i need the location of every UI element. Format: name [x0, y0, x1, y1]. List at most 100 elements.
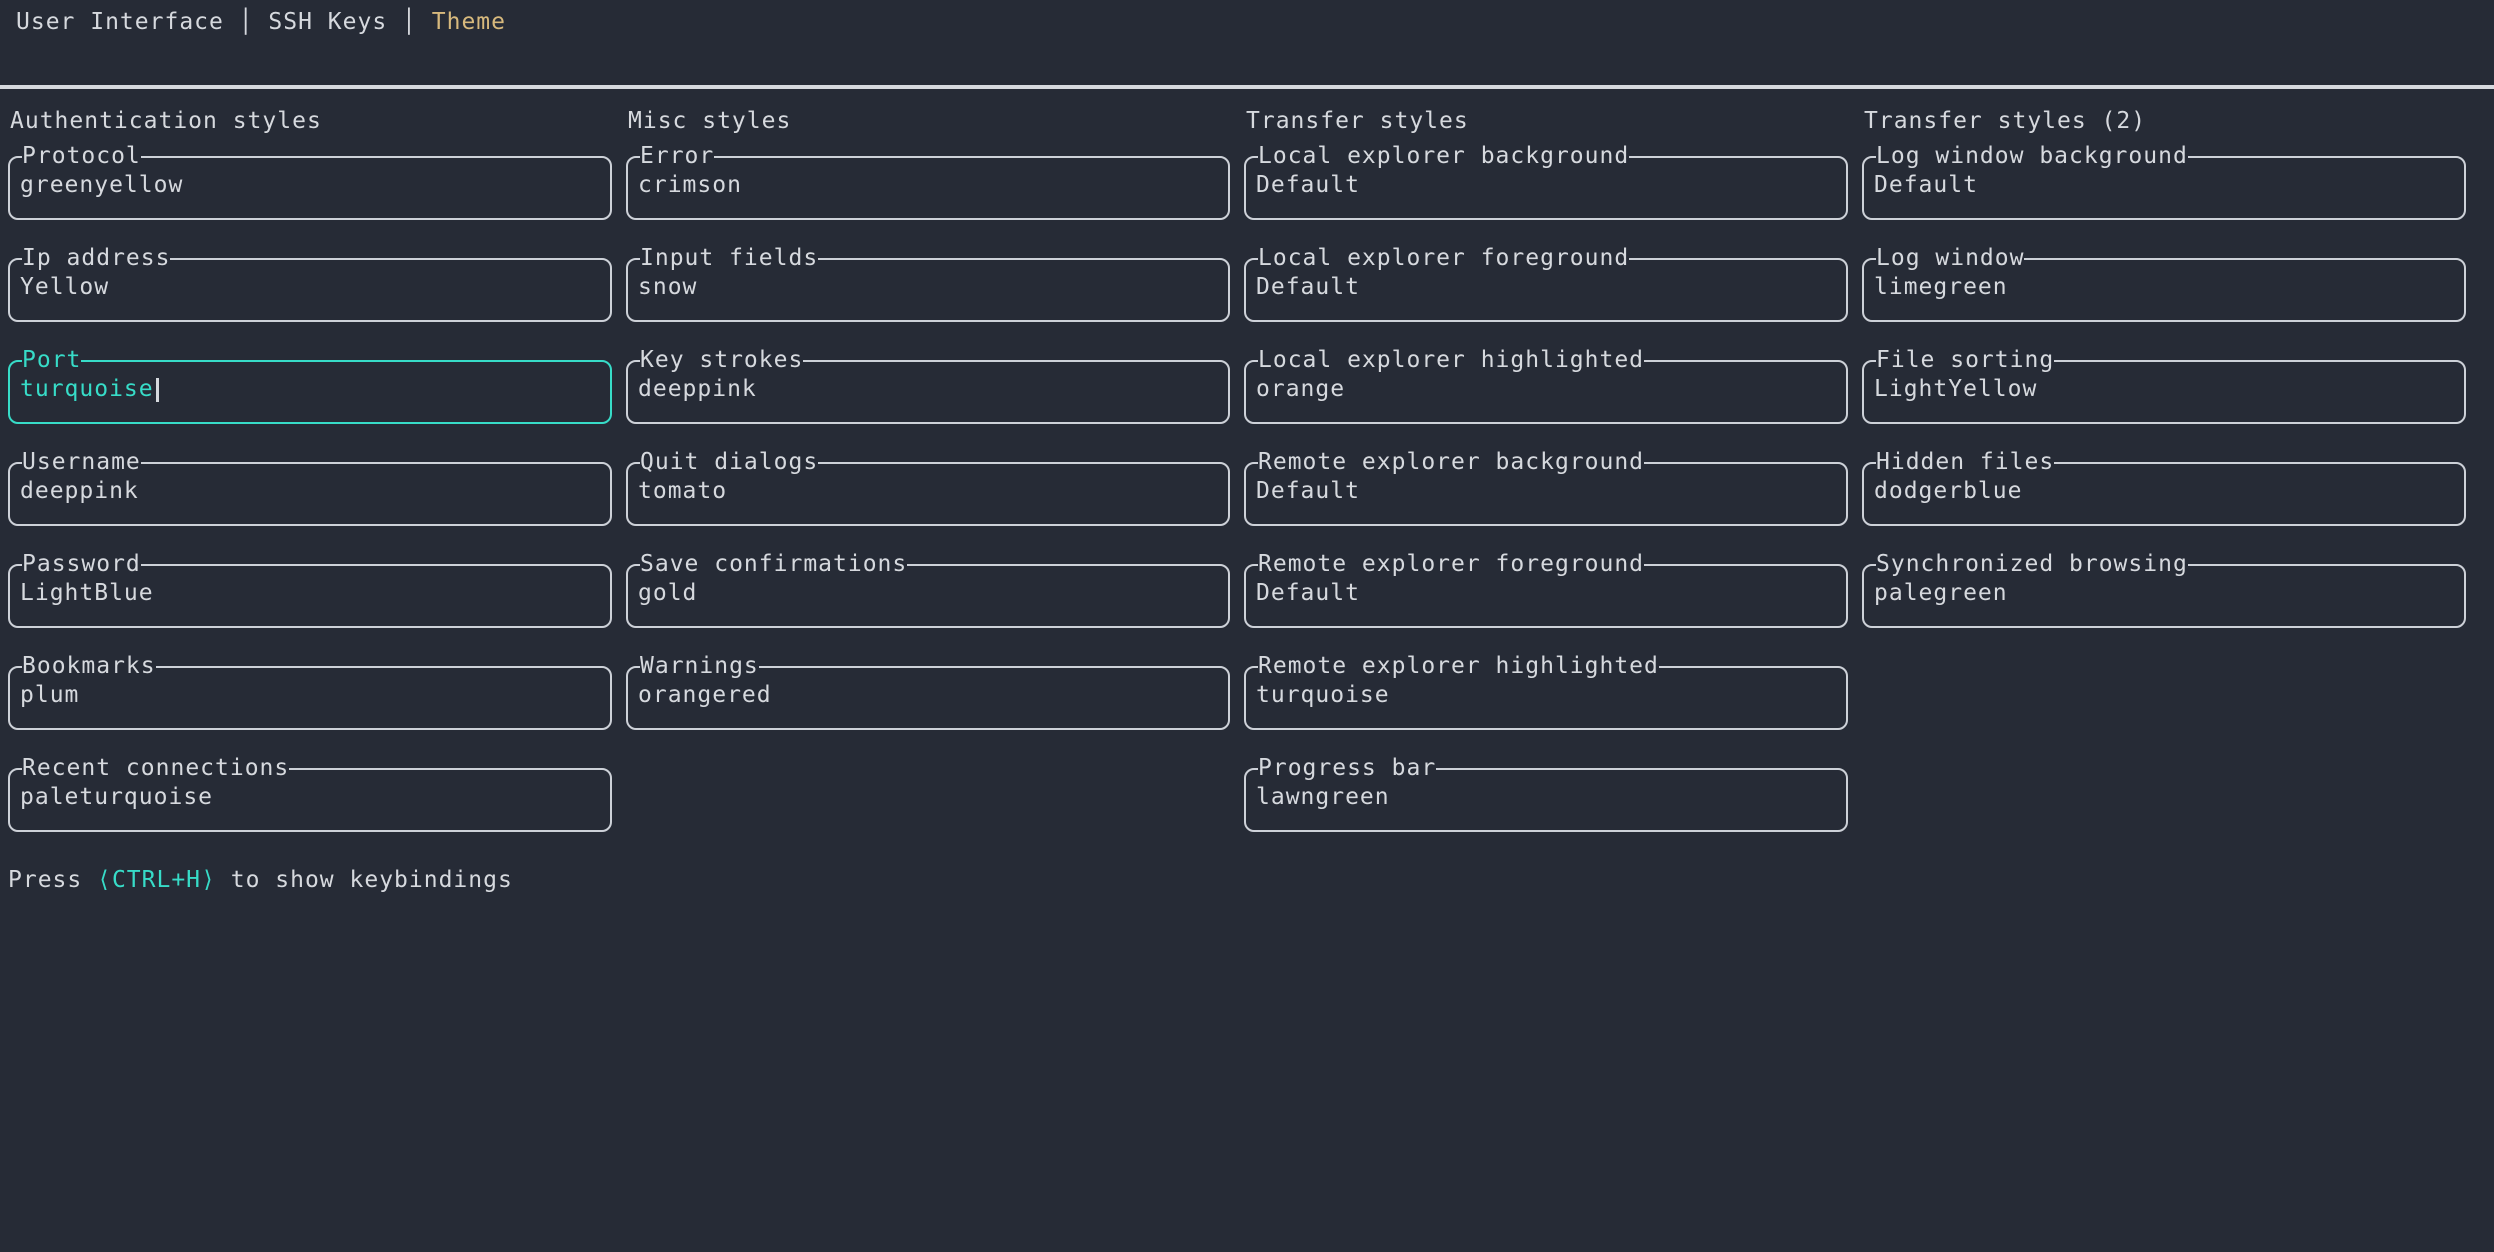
color-field-save-confirmations[interactable]: Save confirmations gold — [626, 552, 1230, 628]
column-title: Authentication styles — [10, 108, 322, 134]
field-label: Remote explorer foreground — [1258, 551, 1645, 577]
field-value-text: Default — [1256, 172, 1360, 198]
color-field-quit-dialogs[interactable]: Quit dialogs tomato — [626, 450, 1230, 526]
field-label: Password — [22, 551, 141, 577]
color-field-synchronized-browsing[interactable]: Synchronized browsing palegreen — [1862, 552, 2466, 628]
tab-divider — [0, 85, 2494, 89]
column-title: Misc styles — [628, 108, 792, 134]
field-value-text: turquoise — [20, 376, 154, 402]
field-label: Synchronized browsing — [1876, 551, 2188, 577]
field-label: Key strokes — [640, 347, 804, 373]
field-value: Default — [1256, 479, 1836, 504]
field-label: Warnings — [640, 653, 759, 679]
field-value-text: crimson — [638, 172, 742, 198]
field-label: Save confirmations — [640, 551, 908, 577]
color-field-error[interactable]: Error crimson — [626, 144, 1230, 220]
field-label: Log window — [1876, 245, 2025, 271]
hint-prefix: Press — [8, 867, 98, 893]
field-value-text: deeppink — [638, 376, 757, 402]
tab-user-interface[interactable]: User Interface — [16, 9, 224, 35]
column-title: Transfer styles (2) — [1864, 108, 2147, 134]
color-field-progress-bar[interactable]: Progress bar lawngreen — [1244, 756, 1848, 832]
field-value: gold — [638, 581, 1218, 606]
field-value: tomato — [638, 479, 1218, 504]
field-value: orangered — [638, 683, 1218, 708]
field-label: Quit dialogs — [640, 449, 819, 475]
field-value-text: paleturquoise — [20, 784, 214, 810]
field-value-text: plum — [20, 682, 80, 708]
field-value-text: orange — [1256, 376, 1346, 402]
color-field-port[interactable]: Port turquoise — [8, 348, 612, 424]
color-field-username[interactable]: Username deeppink — [8, 450, 612, 526]
tab-separator: │ — [223, 9, 269, 35]
column-title: Transfer styles — [1246, 108, 1469, 134]
color-field-recent-connections[interactable]: Recent connections paleturquoise — [8, 756, 612, 832]
field-value: crimson — [638, 173, 1218, 198]
field-label: Protocol — [22, 143, 141, 169]
field-value-text: orangered — [638, 682, 772, 708]
field-value-text: lawngreen — [1256, 784, 1390, 810]
field-label: Recent connections — [22, 755, 290, 781]
field-value: palegreen — [1874, 581, 2454, 606]
field-label: Progress bar — [1258, 755, 1437, 781]
field-value-text: snow — [638, 274, 698, 300]
field-value-text: Default — [1256, 580, 1360, 606]
field-value-text: deeppink — [20, 478, 139, 504]
field-value: deeppink — [20, 479, 600, 504]
field-label: Error — [640, 143, 715, 169]
field-value: LightYellow — [1874, 377, 2454, 402]
color-field-local-explorer-highlighted[interactable]: Local explorer highlighted orange — [1244, 348, 1848, 424]
field-value-text: LightBlue — [20, 580, 154, 606]
field-label: Remote explorer background — [1258, 449, 1645, 475]
tab-ssh-keys[interactable]: SSH Keys — [268, 9, 388, 35]
field-value: paleturquoise — [20, 785, 600, 810]
color-field-warnings[interactable]: Warnings orangered — [626, 654, 1230, 730]
field-label: Local explorer background — [1258, 143, 1630, 169]
field-value-text: palegreen — [1874, 580, 2008, 606]
field-label: Ip address — [22, 245, 171, 271]
field-value: greenyellow — [20, 173, 600, 198]
color-field-log-window[interactable]: Log window limegreen — [1862, 246, 2466, 322]
hint-suffix: to show keybindings — [215, 867, 513, 893]
field-value: Default — [1256, 275, 1836, 300]
field-value-text: Yellow — [20, 274, 110, 300]
field-value: LightBlue — [20, 581, 600, 606]
field-label: Bookmarks — [22, 653, 156, 679]
field-label: Port — [22, 347, 82, 373]
tab-theme[interactable]: Theme — [431, 9, 506, 35]
field-value-text: LightYellow — [1874, 376, 2038, 402]
hint-key: ⟨CTRL+H⟩ — [97, 867, 216, 893]
column-transfer-styles-2: Transfer styles (2) Log window background… — [1862, 109, 2466, 654]
field-label: Local explorer highlighted — [1258, 347, 1645, 373]
field-label: Input fields — [640, 245, 819, 271]
field-label: File sorting — [1876, 347, 2055, 373]
field-label: Remote explorer highlighted — [1258, 653, 1659, 679]
field-value-text: Default — [1256, 274, 1360, 300]
color-field-input-fields[interactable]: Input fields snow — [626, 246, 1230, 322]
keybindings-hint: Press ⟨CTRL+H⟩ to show keybindings — [8, 868, 2494, 893]
field-label: Local explorer foreground — [1258, 245, 1630, 271]
color-field-bookmarks[interactable]: Bookmarks plum — [8, 654, 612, 730]
field-value-text: limegreen — [1874, 274, 2008, 300]
color-field-key-strokes[interactable]: Key strokes deeppink — [626, 348, 1230, 424]
tab-separator: │ — [387, 9, 432, 35]
field-label: Hidden files — [1876, 449, 2055, 475]
field-label: Username — [22, 449, 141, 475]
field-value: Yellow — [20, 275, 600, 300]
field-value-text: greenyellow — [20, 172, 184, 198]
color-field-protocol[interactable]: Protocol greenyellow — [8, 144, 612, 220]
